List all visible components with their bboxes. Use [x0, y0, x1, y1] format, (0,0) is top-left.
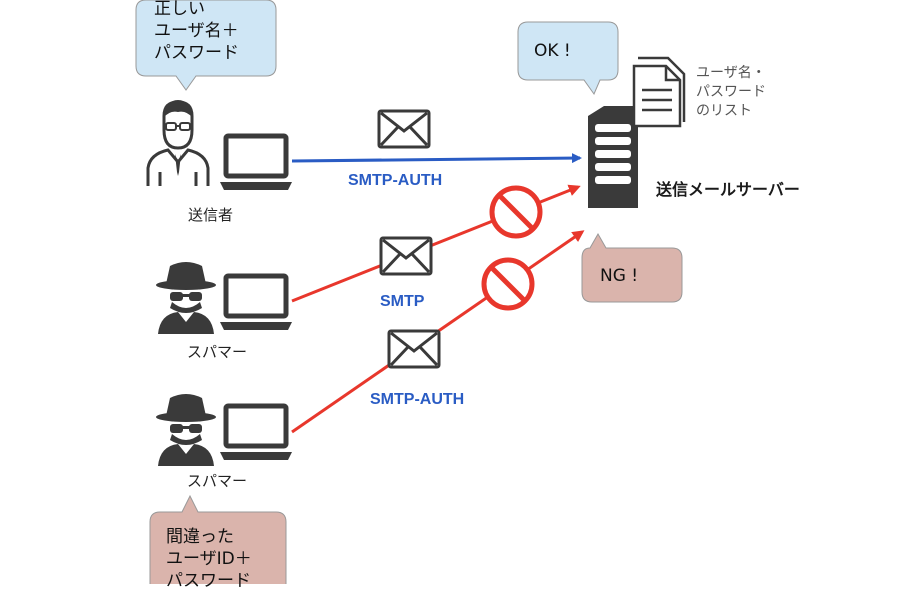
envelope-icon-legit	[377, 109, 431, 149]
spammer2-label: スパマー	[187, 472, 248, 490]
wrong-credentials-text: 間違った ユーザID＋ パスワード	[166, 526, 252, 592]
correct-credentials-text: 正しい ユーザ名＋ パスワード	[154, 0, 239, 64]
wrong-credentials-bubble	[149, 494, 287, 584]
spammer1-laptop-icon	[220, 276, 292, 330]
correct-credentials-bubble	[135, 0, 277, 91]
smtp-auth-arrow	[291, 153, 582, 164]
document-label-line-2: パスワード	[696, 84, 766, 100]
smtp-auth-label: SMTP-AUTH	[348, 172, 443, 189]
correct-credentials-line-1: 正しい	[154, 0, 205, 19]
no-entry-icon-smtp-auth	[484, 260, 532, 308]
ok-bubble	[517, 21, 619, 96]
wrong-credentials-line-2: ユーザID＋	[166, 549, 252, 569]
smtp-label: SMTP	[380, 293, 425, 310]
no-entry-icon-smtp	[492, 188, 540, 236]
correct-credentials-line-3: パスワード	[154, 43, 239, 63]
person-icon	[146, 100, 210, 186]
spammer2-spy-icon	[156, 394, 216, 466]
document-label-line-1: ユーザ名・	[696, 65, 766, 81]
envelope-icon-smtp	[379, 236, 433, 276]
ng-bubble	[581, 232, 683, 303]
envelope-icon-smtp-auth	[387, 329, 441, 369]
ng-text: NG !	[600, 266, 639, 286]
document-icon	[632, 56, 686, 128]
server-icon	[588, 106, 638, 208]
sender-label: 送信者	[188, 206, 234, 224]
spammer1-spy-icon	[156, 262, 216, 334]
wrong-credentials-line-1: 間違った	[166, 527, 234, 547]
sender-laptop-icon	[220, 136, 292, 190]
server-label: 送信メールサーバー	[656, 180, 800, 199]
document-label-line-3: のリスト	[696, 103, 752, 119]
spammer1-label: スパマー	[187, 343, 248, 361]
spammer2-laptop-icon	[220, 406, 292, 460]
wrong-credentials-line-3: パスワード	[166, 571, 251, 591]
ok-text: OK !	[534, 41, 571, 61]
correct-credentials-line-2: ユーザ名＋	[154, 21, 239, 41]
smtp-auth-spam-label: SMTP-AUTH	[370, 391, 465, 408]
document-label: ユーザ名・ パスワード のリスト	[696, 64, 766, 121]
